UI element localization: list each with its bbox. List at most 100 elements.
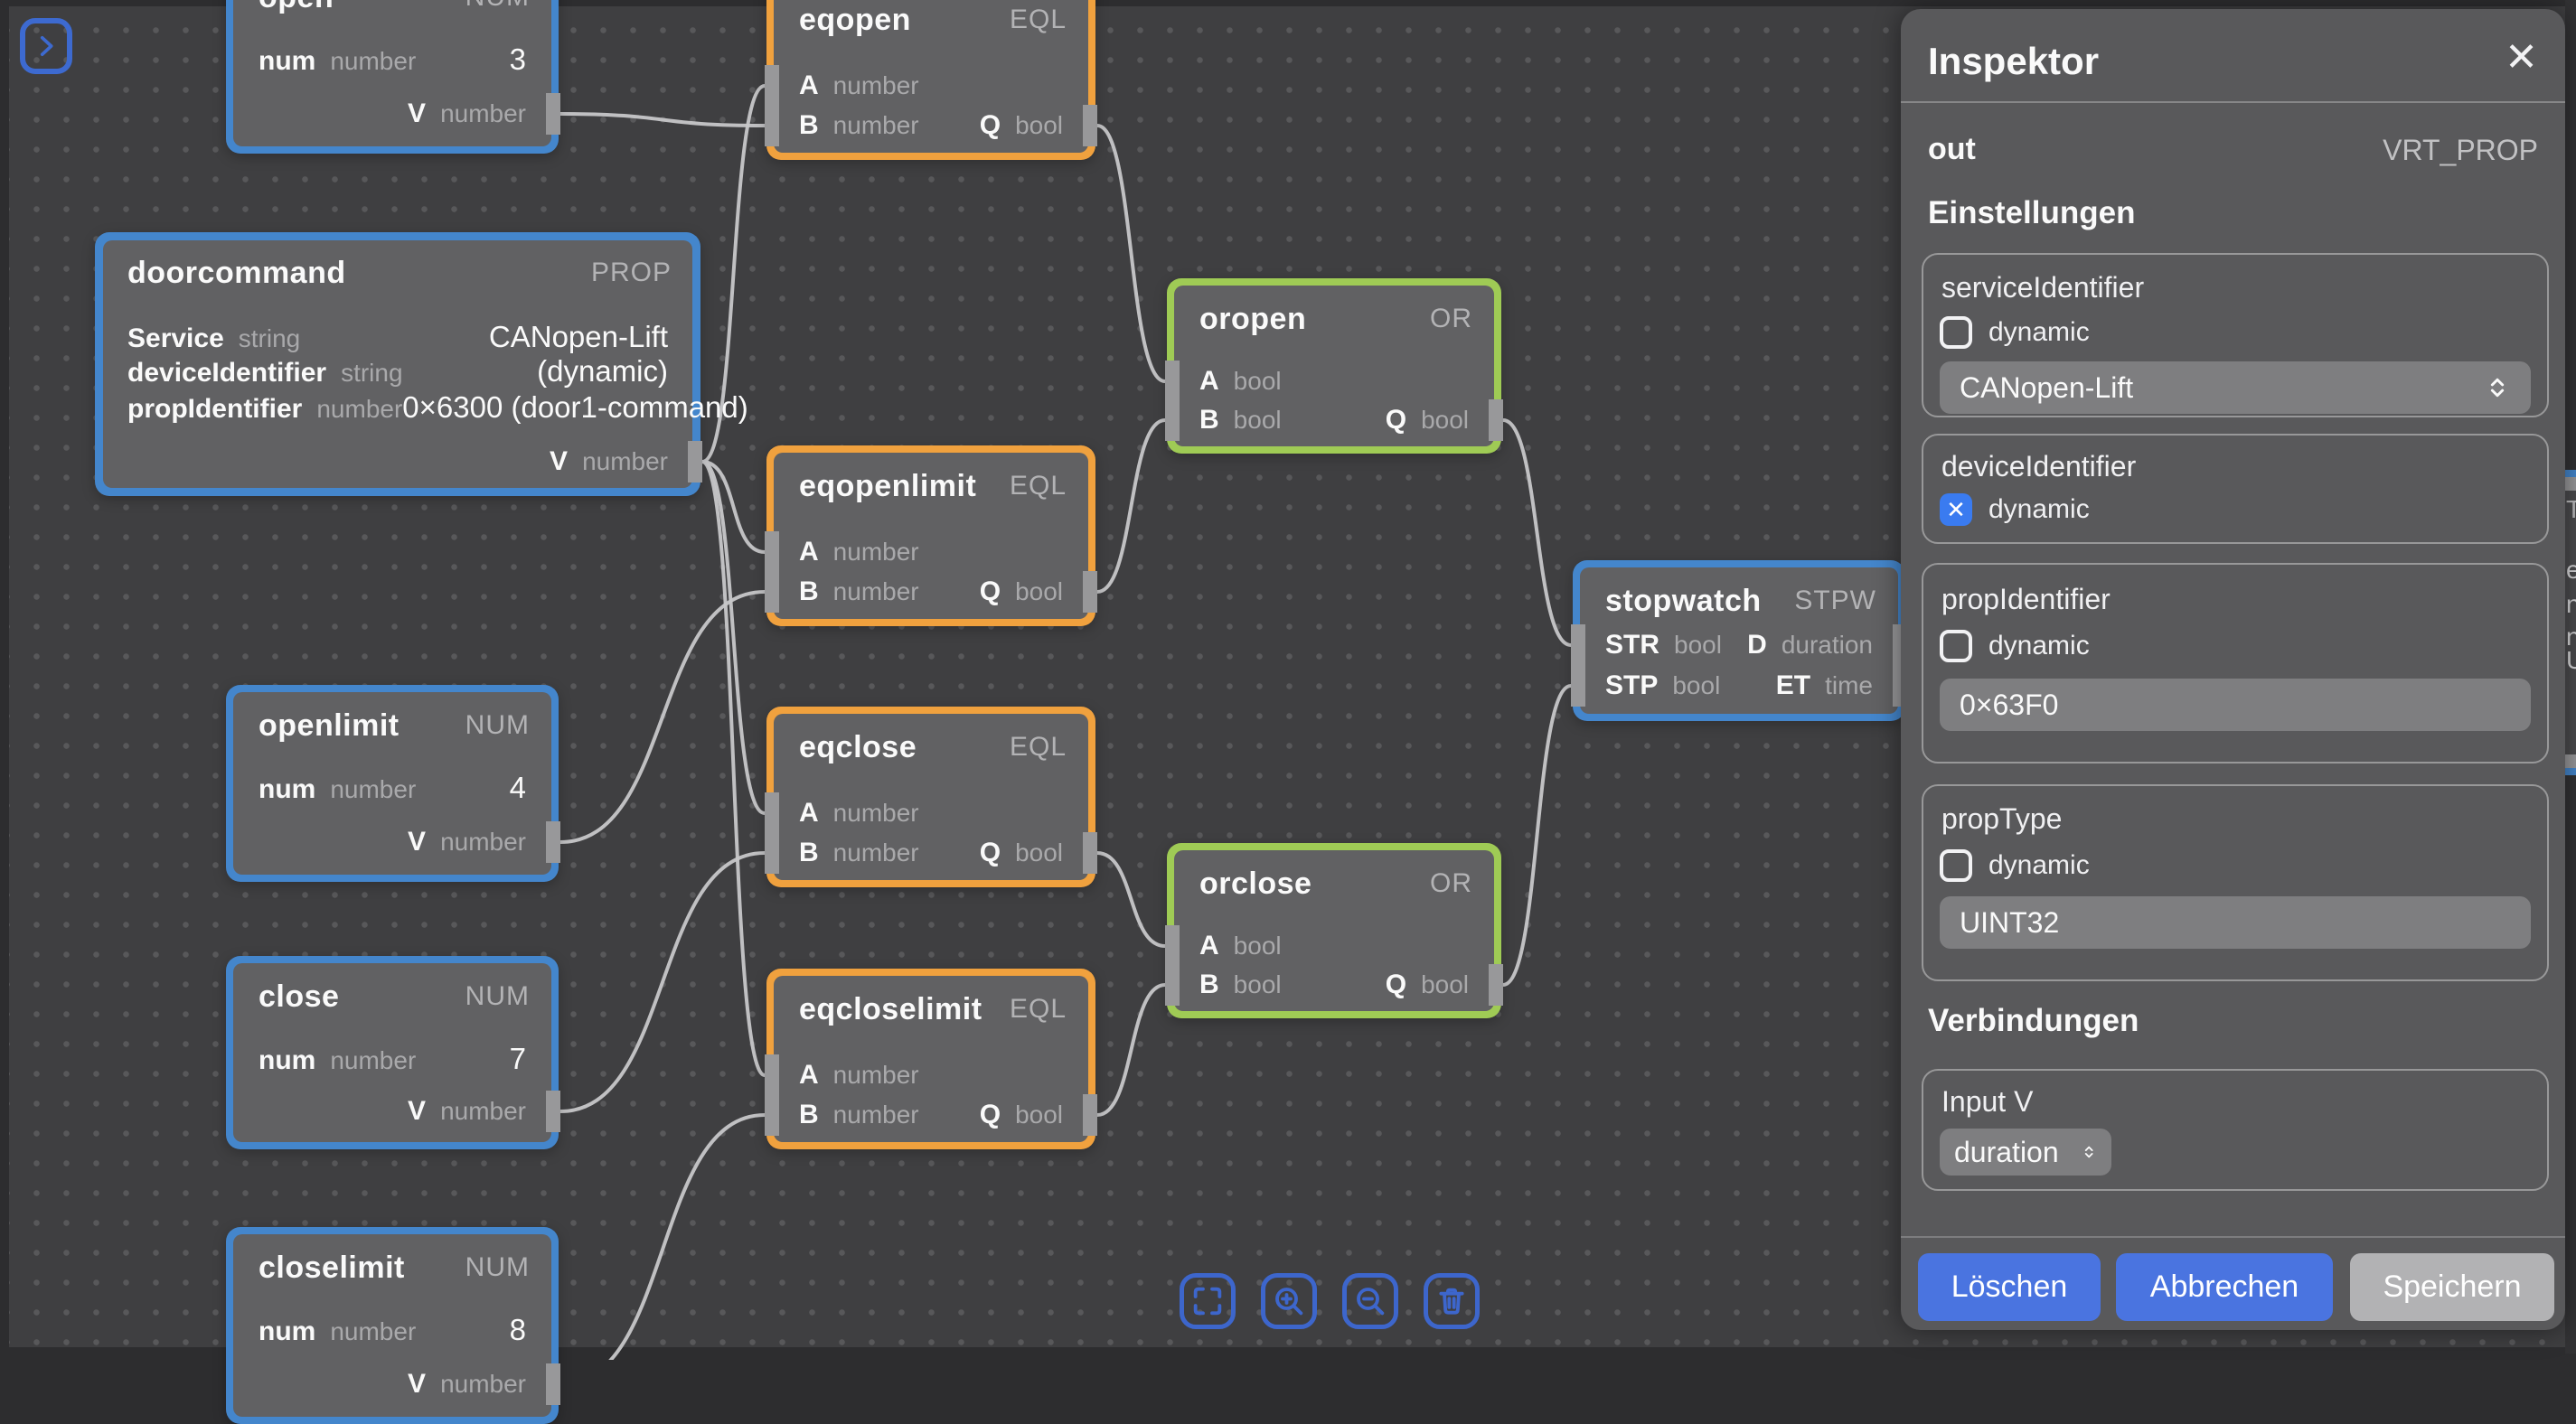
output-port[interactable] (1083, 832, 1097, 874)
field-label: propType (1941, 802, 2062, 836)
node-title: eqclose (799, 730, 917, 765)
wire (1097, 853, 1165, 946)
edge-strip: T_ er na n- UI (2565, 0, 2576, 1354)
delete-button[interactable] (1424, 1273, 1480, 1329)
io-label: Service (127, 323, 224, 354)
output-port[interactable] (1489, 399, 1503, 441)
io-label: ET (1776, 670, 1810, 701)
input-port[interactable] (765, 792, 779, 834)
zoom-in-button[interactable] (1261, 1273, 1317, 1329)
io-label: B (1199, 405, 1219, 436)
dynamic-checkbox[interactable] (1940, 630, 1972, 662)
connection-select[interactable]: duration (1940, 1129, 2111, 1176)
node-type-tag: STPW (1794, 586, 1876, 616)
input-port[interactable] (765, 1094, 779, 1136)
io-type: number (833, 538, 919, 567)
io-label: V (550, 446, 568, 477)
io-type: number (833, 799, 919, 828)
input-port[interactable] (1571, 665, 1585, 707)
wire (702, 462, 765, 813)
zoom-out-button[interactable] (1342, 1273, 1398, 1329)
cancel-button[interactable]: Abbrechen (2116, 1253, 2333, 1321)
propidentifier-input[interactable]: 0×63F0 (1940, 679, 2531, 731)
field-card-serviceidentifier: serviceIdentifier dynamic CANopen-Lift (1922, 253, 2549, 417)
io-value: 4 (510, 771, 526, 805)
node-open[interactable]: openNUMnumnumber3Vnumber (226, 0, 559, 154)
serviceidentifier-select[interactable]: CANopen-Lift (1940, 361, 2531, 414)
save-button[interactable]: Speichern (2350, 1253, 2554, 1321)
edge-text: T_ (2566, 495, 2576, 524)
wire (560, 114, 765, 126)
io-label: num (259, 1316, 315, 1347)
io-label: B (799, 576, 819, 607)
output-port[interactable] (688, 441, 702, 482)
input-port[interactable] (765, 531, 779, 573)
delete-node-button[interactable]: Löschen (1918, 1253, 2101, 1321)
node-type-tag: EQL (1010, 732, 1067, 763)
input-port[interactable] (765, 65, 779, 107)
input-port[interactable] (1165, 361, 1180, 402)
io-label: B (799, 838, 819, 868)
dynamic-checkbox[interactable] (1940, 849, 1972, 882)
zoom-out-icon (1352, 1283, 1388, 1319)
output-port[interactable] (1083, 1094, 1097, 1136)
dynamic-checkbox[interactable]: ✕ (1940, 493, 1972, 526)
edge-node-fragment: T_ er na n- UI (2565, 470, 2576, 775)
io-value: (dynamic) (537, 354, 668, 389)
input-port[interactable] (1571, 624, 1585, 666)
field-card-proptype: propType dynamic UINT32 (1922, 784, 2549, 981)
proptype-input[interactable]: UINT32 (1940, 896, 2531, 949)
output-port[interactable] (546, 93, 560, 135)
output-port[interactable] (546, 821, 560, 863)
field-label: serviceIdentifier (1941, 271, 2144, 304)
input-port[interactable] (765, 1054, 779, 1096)
input-port[interactable] (1165, 964, 1180, 1006)
output-port[interactable] (1489, 964, 1503, 1006)
io-value: 8 (510, 1313, 526, 1347)
output-port[interactable] (546, 1091, 560, 1132)
fit-view-button[interactable] (1180, 1273, 1236, 1329)
io-label: Q (980, 576, 1001, 607)
input-port[interactable] (765, 832, 779, 874)
input-port[interactable] (1165, 925, 1180, 967)
output-port[interactable] (546, 1363, 560, 1405)
output-port[interactable] (1083, 105, 1097, 146)
check-icon: ✕ (1946, 496, 1966, 524)
io-label: V (408, 827, 426, 857)
dynamic-checkbox[interactable] (1940, 316, 1972, 349)
io-label: A (799, 798, 819, 829)
input-port[interactable] (765, 105, 779, 146)
io-type: bool (1015, 111, 1063, 140)
close-icon[interactable]: ✕ (2505, 38, 2538, 78)
output-port[interactable] (1083, 571, 1097, 613)
io-label: Q (1386, 970, 1406, 1000)
expand-sidebar-button[interactable] (20, 18, 72, 74)
input-port[interactable] (1165, 399, 1180, 441)
node-type-tag: EQL (1010, 5, 1067, 35)
connection-label: Input V (1941, 1085, 2033, 1119)
node-title: close (259, 979, 339, 1015)
dynamic-label: dynamic (1988, 317, 2090, 348)
input-port[interactable] (765, 571, 779, 613)
